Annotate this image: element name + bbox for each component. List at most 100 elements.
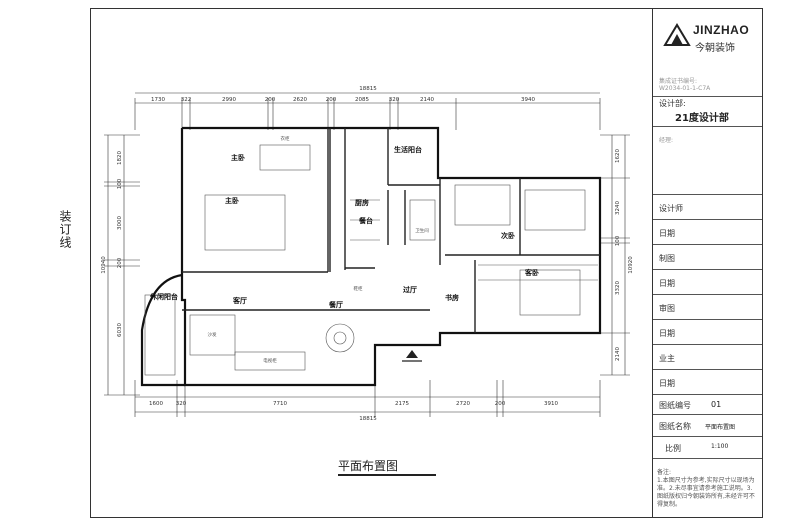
date3-row: 日期 (653, 320, 762, 345)
room-kitchen: 厨房 (355, 198, 369, 207)
date1-row: 日期 (653, 220, 762, 245)
dim-top-4: 2620 (293, 97, 307, 103)
title-block: JINZHAO 今朝装饰 集成证书编号: W2034-01-1-C7A 设计部:… (652, 8, 763, 518)
entrance-arrow-icon (406, 350, 418, 358)
master-bed (204, 194, 286, 251)
dim-right-2: 100 (615, 235, 621, 246)
designer-label: 设计师 (659, 204, 683, 213)
room-master-bedroom-title: 主卧 (231, 153, 245, 162)
top-dimension-ticks (134, 98, 601, 130)
drawing-name-label: 图纸名称 (659, 422, 691, 431)
drawing-no-row: 图纸编号 01 (653, 395, 762, 415)
date1-label: 日期 (659, 229, 675, 238)
date2-label: 日期 (659, 279, 675, 288)
furniture (144, 144, 598, 376)
room-dining-sink: 餐台 (358, 216, 373, 225)
dim-left-2: 3000 (117, 216, 123, 230)
drawing-no-value: 01 (711, 400, 722, 409)
dim-left-3: 200 (117, 257, 123, 268)
bottom-total-dim: 18815 (359, 416, 377, 422)
notes-text: 1.本图尺寸为参考,实际尺寸以现场为准。2.未尽事宜请参考施工说明。3.图纸版权… (657, 477, 755, 508)
drawing-no-label: 图纸编号 (659, 401, 691, 410)
exterior-walls (140, 126, 602, 387)
dim-top-2: 2990 (222, 97, 236, 103)
left-dimension-ticks (104, 134, 140, 396)
dept-value: 21度设计部 (675, 113, 729, 124)
plan-title-underline (338, 474, 436, 476)
room-corridor: 过厅 (403, 285, 417, 294)
label-bathroom: 卫生间 (415, 227, 429, 234)
designer-row: 设计师 (653, 195, 762, 220)
sofa-left (189, 314, 236, 356)
date4-label: 日期 (659, 379, 675, 388)
scale-row: 比例 1:100 (653, 437, 762, 459)
notes-label: 备注: (657, 469, 672, 476)
cert-value: W2034-01-1-C7A (659, 85, 711, 92)
dim-left-0: 1820 (117, 151, 123, 165)
dim-top-7: 320 (389, 97, 400, 103)
dim-bottom-3: 2175 (395, 401, 409, 407)
manager-label: 经理: (659, 137, 674, 144)
dim-bottom-5: 200 (495, 401, 506, 407)
label-tv-cabinet: 电视柜 (263, 357, 277, 364)
brand-name-cn: 今朝装饰 (695, 43, 735, 54)
review-row: 审图 (653, 295, 762, 320)
drafter-label: 制图 (659, 254, 675, 263)
dim-top-5: 200 (326, 97, 337, 103)
balcony-seating (144, 294, 176, 376)
right-dimension-ticks (600, 134, 630, 376)
dim-top-3: 200 (265, 97, 276, 103)
drawing-name-row: 图纸名称 平面布置图 (653, 415, 762, 437)
dim-top-9: 3940 (521, 97, 535, 103)
dim-bottom-0: 1600 (149, 401, 163, 407)
dept-row: 设计部: 21度设计部 (653, 97, 762, 127)
date2-row: 日期 (653, 270, 762, 295)
label-sofa: 沙发 (208, 331, 217, 338)
cert-row: 集成证书编号: W2034-01-1-C7A (653, 71, 762, 97)
room-bedroom-b: 次卧 (501, 231, 515, 240)
company-logo: JINZHAO 今朝装饰 (663, 21, 758, 61)
room-master-bedroom: 主卧 (225, 196, 239, 205)
dim-right-3: 3320 (615, 281, 621, 295)
bed-b (454, 184, 511, 226)
drawing-name-value: 平面布置图 (705, 424, 736, 431)
tv-cabinet (234, 351, 306, 371)
dim-left-total: 10940 (101, 256, 107, 274)
bathroom-fixtures (409, 199, 436, 241)
scale-value: 1:100 (711, 443, 729, 450)
dining-table (325, 323, 355, 353)
owner-label: 业主 (659, 354, 675, 363)
label-wardrobe: 衣柜 (281, 135, 290, 142)
room-leisure-balcony: 休闲阳台 (149, 292, 178, 301)
dim-top-0: 1730 (151, 97, 165, 103)
dining-table-center (333, 331, 347, 345)
brand-name: JINZHAO (693, 23, 750, 37)
date3-label: 日期 (659, 329, 675, 338)
dim-bottom-1: 320 (176, 401, 187, 407)
bottom-dimension-ticks (134, 380, 601, 417)
dim-top-6: 2085 (355, 97, 369, 103)
mountain-logo-icon (663, 23, 691, 46)
room-living-balcony: 生活阳台 (394, 145, 422, 154)
dim-bottom-2: 7710 (273, 401, 287, 407)
date4-row: 日期 (653, 370, 762, 395)
dim-left-4: 6030 (117, 323, 123, 337)
cert-label: 集成证书编号: (659, 78, 698, 85)
binding-line-label: 装订线 (58, 210, 72, 249)
dept-label: 设计部: (659, 99, 686, 108)
scale-label: 比例 (665, 444, 681, 453)
dim-bottom-6: 3910 (544, 401, 558, 407)
guest-bed (519, 269, 581, 316)
room-living: 客厅 (232, 296, 247, 305)
bed-c (524, 189, 586, 231)
owner-row: 业主 (653, 345, 762, 370)
review-label: 审图 (659, 304, 675, 313)
wardrobe (259, 144, 311, 171)
room-guest: 客卧 (524, 268, 539, 277)
dim-right-1: 3240 (615, 201, 621, 215)
interior-walls (182, 128, 600, 333)
room-dining: 餐厅 (328, 300, 343, 309)
label-shoe-cabinet: 鞋柜 (354, 285, 363, 292)
